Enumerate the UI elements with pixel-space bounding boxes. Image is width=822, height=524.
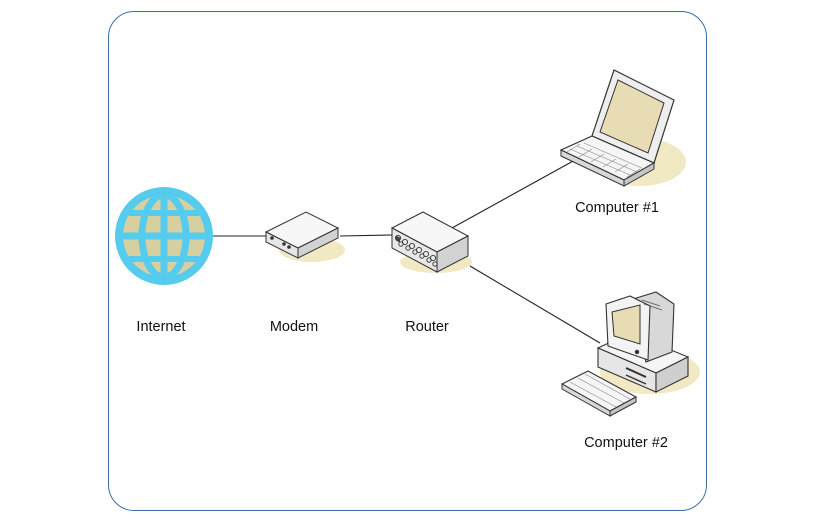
laptop-icon	[559, 69, 686, 187]
link-modem-router	[339, 234, 393, 237]
label-computer-2: Computer #2	[584, 435, 668, 451]
globe-icon	[115, 187, 213, 285]
modem-icon	[264, 211, 345, 262]
connections	[212, 159, 601, 344]
label-internet: Internet	[136, 319, 186, 335]
label-router: Router	[405, 319, 449, 335]
label-computer-1: Computer #1	[575, 200, 659, 216]
diagram-frame	[108, 11, 707, 511]
link-router-computer1	[451, 159, 576, 229]
link-router-computer2	[469, 265, 601, 344]
label-modem: Modem	[269, 319, 319, 335]
desktop-computer-icon	[560, 291, 700, 417]
router-icon	[390, 211, 472, 273]
